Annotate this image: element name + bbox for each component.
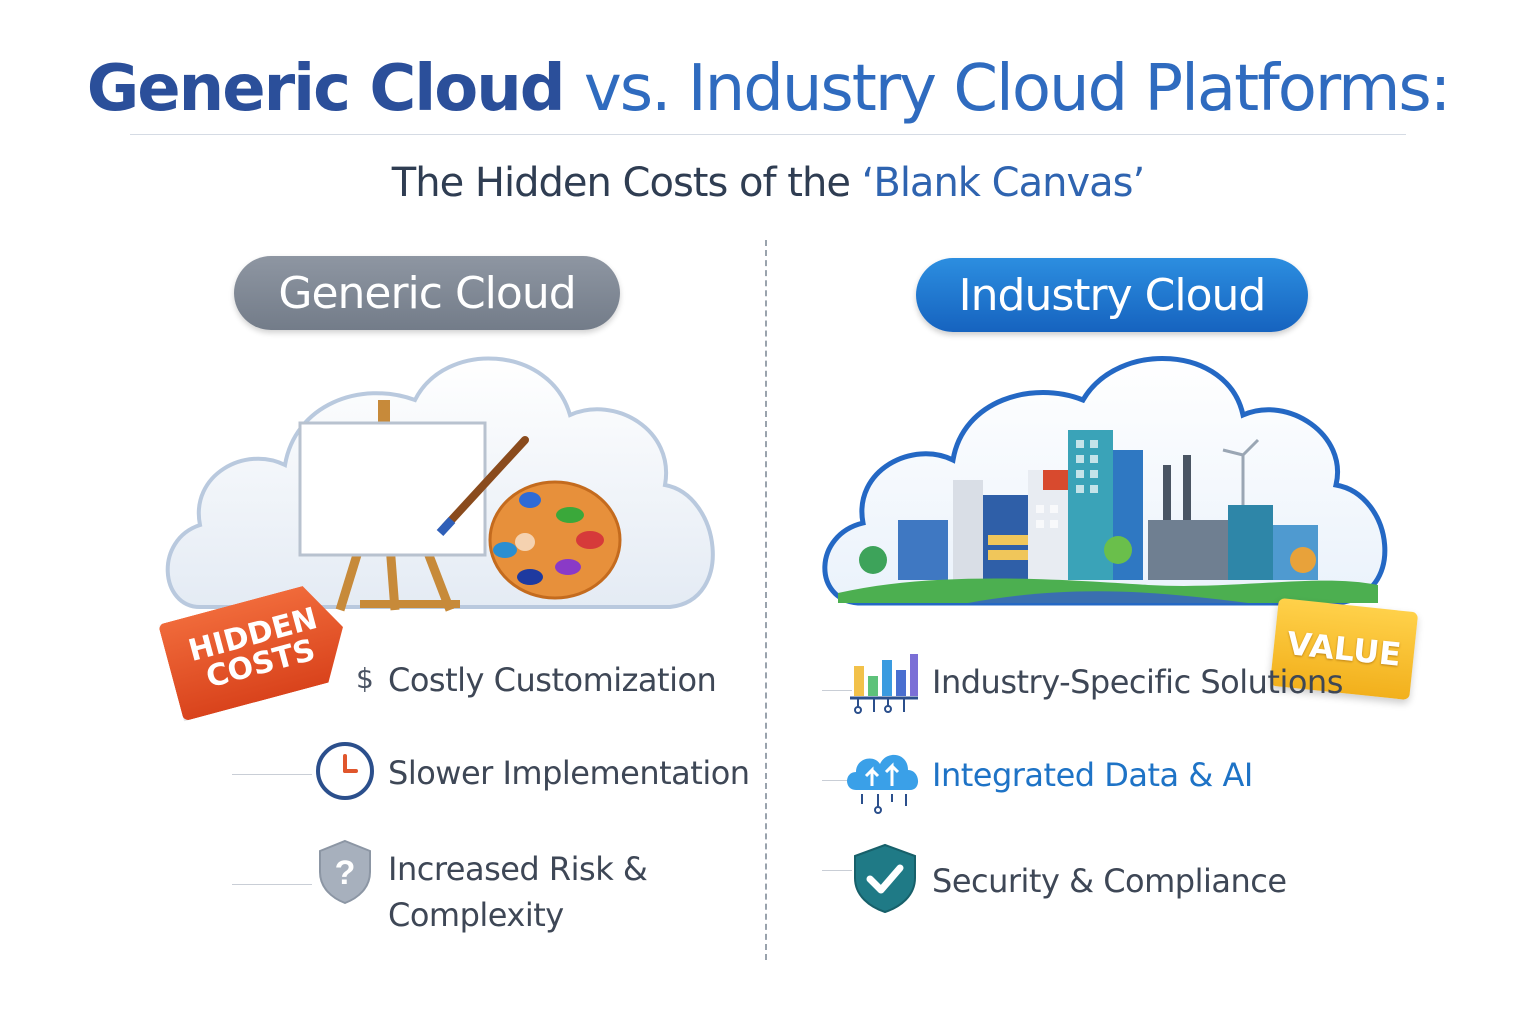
connector-line bbox=[232, 884, 312, 885]
shield-check-icon bbox=[854, 843, 916, 914]
clock-icon bbox=[316, 742, 374, 800]
cloud-upload-circuit-icon bbox=[847, 754, 919, 814]
dollar-icon: $ bbox=[356, 662, 374, 695]
costly-customization-label: Costly Customization bbox=[388, 661, 717, 699]
security-compliance-label: Security & Compliance bbox=[932, 862, 1287, 900]
connector-line bbox=[232, 774, 312, 775]
title-generic-cloud: Generic Cloud bbox=[86, 52, 566, 126]
connector-line bbox=[822, 870, 852, 871]
svg-text:?: ? bbox=[335, 854, 356, 892]
industry-specific-solutions-label: Industry-Specific Solutions bbox=[932, 663, 1343, 701]
increased-risk-label: Increased Risk & Complexity bbox=[388, 846, 648, 938]
slower-implementation-label: Slower Implementation bbox=[388, 754, 750, 792]
increased-risk-line2: Complexity bbox=[388, 896, 564, 934]
connector-line bbox=[822, 690, 852, 691]
shield-question-icon: ? bbox=[319, 839, 371, 905]
page-subtitle: The Hidden Costs of the ‘Blank Canvas’ bbox=[0, 160, 1536, 206]
blank-canvas-icon bbox=[298, 421, 487, 557]
page-title: Generic Cloud vs. Industry Cloud Platfor… bbox=[0, 52, 1536, 126]
column-divider bbox=[765, 240, 767, 960]
increased-risk-line1: Increased Risk & bbox=[388, 850, 648, 888]
building-icon bbox=[898, 520, 948, 580]
connector-line bbox=[822, 780, 847, 781]
paint-palette-icon bbox=[488, 480, 622, 600]
bar-chart-circuit-icon bbox=[850, 654, 918, 714]
industry-cloud-illustration bbox=[822, 356, 1388, 606]
industry-cloud-heading: Industry Cloud bbox=[916, 258, 1308, 332]
title-vs-industry: vs. Industry Cloud Platforms: bbox=[583, 52, 1451, 126]
integrated-data-ai-label: Integrated Data & AI bbox=[932, 756, 1253, 794]
generic-cloud-illustration bbox=[165, 356, 715, 612]
subtitle-main: The Hidden Costs of the bbox=[391, 160, 862, 206]
generic-cloud-heading: Generic Cloud bbox=[234, 256, 620, 330]
title-divider bbox=[130, 134, 1406, 135]
subtitle-quoted: ‘Blank Canvas’ bbox=[861, 160, 1146, 206]
